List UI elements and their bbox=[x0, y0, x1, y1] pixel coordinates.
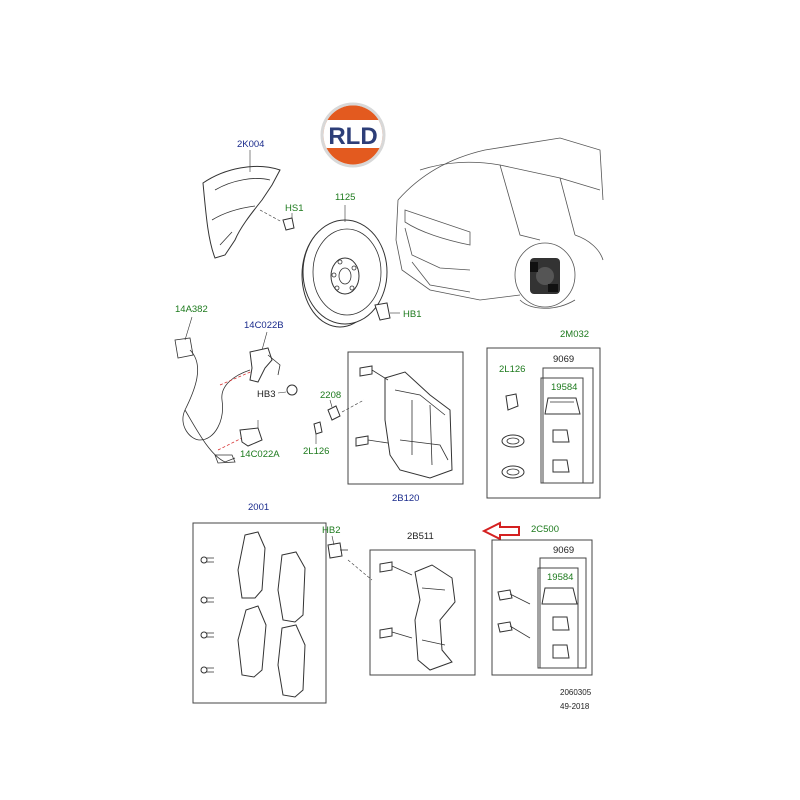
label-shield: 2K004 bbox=[237, 139, 264, 150]
label-caliper: 2B120 bbox=[392, 493, 419, 504]
kit-upper bbox=[486, 347, 601, 499]
bleed-screw bbox=[327, 399, 341, 421]
highlight-arrow bbox=[481, 521, 520, 541]
car-illustration bbox=[395, 137, 604, 309]
label-kit-upper: 2M032 bbox=[560, 329, 589, 340]
bleed-cap bbox=[313, 421, 323, 444]
reference-date: 49-2018 bbox=[560, 702, 590, 711]
label-carrier-bolt: HB2 bbox=[322, 525, 340, 536]
label-kit-lower-sub: 9069 bbox=[553, 545, 574, 556]
kit-lower bbox=[491, 539, 593, 676]
label-disc: 1125 bbox=[335, 192, 355, 203]
reference-number: 2060305 bbox=[560, 688, 592, 697]
rld-logo: RLD bbox=[320, 102, 386, 168]
carrier-group bbox=[347, 549, 476, 676]
bracket-bolt bbox=[277, 384, 298, 396]
label-kit-upper-sub2: 19584 bbox=[551, 382, 577, 393]
carrier-bolt bbox=[327, 535, 348, 559]
label-bleed-cap: 2L126 bbox=[303, 446, 329, 457]
label-bracket-bolt: HB3 bbox=[257, 389, 275, 400]
label-bracket-lower: 14C022A bbox=[240, 449, 280, 460]
brake-disc bbox=[301, 205, 388, 328]
label-kit-lower-sub2: 19584 bbox=[547, 572, 573, 583]
brake-pads-group bbox=[192, 522, 327, 704]
sensor-bracket-lower bbox=[239, 420, 263, 447]
label-disc-screw: HB1 bbox=[403, 309, 421, 320]
label-carrier: 2B511 bbox=[407, 531, 434, 542]
label-bleed-screw: 2208 bbox=[320, 390, 341, 401]
brake-shield bbox=[202, 150, 283, 259]
label-shield-screw: HS1 bbox=[285, 203, 303, 214]
label-pads: 2001 bbox=[248, 502, 269, 513]
logo-text: RLD bbox=[328, 123, 377, 150]
label-kit-upper-cap: 2L126 bbox=[499, 364, 525, 375]
label-sensor: 14A382 bbox=[175, 304, 208, 315]
sensor-bracket-upper bbox=[249, 331, 281, 383]
caliper-group bbox=[341, 351, 464, 485]
disc-screw bbox=[374, 302, 400, 321]
label-bracket-upper: 14C022B bbox=[244, 320, 284, 331]
label-kit-upper-sub: 9069 bbox=[553, 354, 574, 365]
label-kit-lower: 2C500 bbox=[531, 524, 559, 535]
shield-screw bbox=[282, 213, 295, 231]
